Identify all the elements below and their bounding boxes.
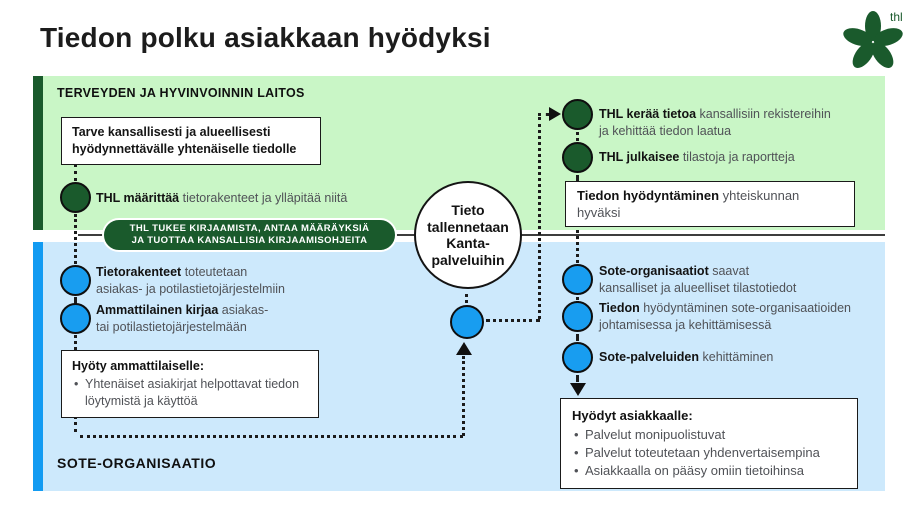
node-sote-organisaatiot bbox=[562, 264, 593, 295]
label-thl-maarittaa: THL määrittää tietorakenteet ja ylläpitä… bbox=[96, 191, 348, 205]
thl-logo-text: thl bbox=[890, 10, 903, 24]
dotted-connector bbox=[576, 297, 579, 301]
kanta-line4: palveluihin bbox=[431, 251, 505, 268]
dotted-connector bbox=[74, 409, 77, 432]
need-box-line1: Tarve kansallisesti ja alueellisesti bbox=[72, 125, 271, 139]
dotted-connector bbox=[576, 375, 579, 382]
dotted-connector bbox=[576, 175, 579, 181]
kanta-line2: tallennetaan bbox=[427, 218, 509, 235]
pill-line1: THL TUKEE KIRJAAMISTA, ANTAA MÄÄRÄYKSIÄ bbox=[129, 223, 370, 234]
node-tiedon-hyodyntaminen bbox=[562, 301, 593, 332]
need-box-line2: hyödynnettävälle yhtenäiselle tiedolle bbox=[72, 142, 297, 156]
node-thl-keraa bbox=[562, 99, 593, 130]
thl-logo: thl bbox=[843, 8, 913, 68]
hyodyt-asiakkaalle-box: Hyödyt asiakkaalle: Palvelut monipuolist… bbox=[560, 398, 858, 489]
arrow-up-icon bbox=[456, 342, 472, 355]
dotted-connector bbox=[74, 214, 77, 264]
arrow-down-icon bbox=[570, 383, 586, 396]
dotted-connector bbox=[465, 294, 468, 303]
node-thl-maarittaa bbox=[60, 182, 91, 213]
dotted-connector bbox=[538, 113, 549, 116]
hyoty-box-title: Hyöty ammattilaiselle: bbox=[72, 359, 204, 373]
tiedon-hyodyntaminen-box: Tiedon hyödyntäminen yhteiskunnan hyväks… bbox=[565, 181, 855, 227]
label-tiedon-hyodyntaminen: Tiedon hyödyntäminen sote-organisaatioid… bbox=[599, 301, 851, 332]
dotted-connector bbox=[74, 335, 77, 350]
node-sote-palveluiden bbox=[562, 342, 593, 373]
label-thl-keraa: THL kerää tietoa kansallisiin rekisterei… bbox=[599, 107, 831, 138]
band-thl-stripe bbox=[33, 76, 43, 230]
hyodyt-box-title: Hyödyt asiakkaalle: bbox=[572, 408, 693, 423]
kanta-line1: Tieto bbox=[451, 202, 485, 218]
node-thl-julkaisee bbox=[562, 142, 593, 173]
dotted-connector bbox=[74, 164, 77, 181]
pill-thl-tukee: THL TUKEE KIRJAAMISTA, ANTAA MÄÄRÄYKSIÄ … bbox=[102, 218, 397, 252]
band-thl-heading: TERVEYDEN JA HYVINVOINNIN LAITOS bbox=[57, 86, 305, 100]
band-sote-heading: SOTE-ORGANISAATIO bbox=[57, 455, 217, 471]
dotted-connector bbox=[74, 297, 77, 302]
label-tietorakenteet: Tietorakenteet toteutetaan asiakas- ja p… bbox=[96, 265, 285, 296]
dotted-connector bbox=[576, 334, 579, 341]
arrow-right-icon bbox=[549, 107, 561, 121]
node-tietorakenteet bbox=[60, 265, 91, 296]
label-sote-palveluiden: Sote-palveluiden kehittäminen bbox=[599, 350, 774, 364]
label-thl-julkaisee: THL julkaisee tilastoja ja raportteja bbox=[599, 150, 795, 164]
kanta-line3: Kanta- bbox=[446, 235, 490, 251]
dotted-connector bbox=[538, 117, 541, 319]
hyodyt-box-bullet: Palvelut toteutetaan yhdenvertaisempina bbox=[574, 444, 846, 462]
dotted-connector bbox=[80, 435, 463, 438]
dotted-connector bbox=[576, 211, 579, 263]
node-ammattilainen-kirjaa bbox=[60, 303, 91, 334]
pill-line2: JA TUOTTAA KANSALLISIA KIRJAAMISOHJEITA bbox=[131, 235, 368, 246]
hyodyt-box-bullet: Asiakkaalla on pääsy omiin tietoihinsa bbox=[574, 462, 846, 480]
dotted-connector bbox=[576, 132, 579, 141]
dotted-connector bbox=[486, 319, 540, 322]
hyodyt-box-bullet: Palvelut monipuolistuvat bbox=[574, 426, 846, 444]
hyoty-ammattilaiselle-box: Hyöty ammattilaiselle: Yhtenäiset asiaki… bbox=[61, 350, 319, 418]
thl-logo-flower-icon: thl bbox=[843, 10, 903, 68]
kanta-circle: Tieto tallennetaan Kanta- palveluihin bbox=[414, 181, 522, 289]
label-sote-organisaatiot: Sote-organisaatiot saavat kansalliset ja… bbox=[599, 264, 797, 295]
band-sote-stripe bbox=[33, 242, 43, 491]
label-ammattilainen-kirjaa: Ammattilainen kirjaa asiakas- tai potila… bbox=[96, 303, 269, 334]
page-title: Tiedon polku asiakkaan hyödyksi bbox=[40, 22, 491, 53]
dotted-connector bbox=[462, 356, 465, 436]
hyoty-box-bullet: Yhtenäiset asiakirjat helpottavat tiedon… bbox=[74, 376, 308, 410]
node-kanta-connector bbox=[450, 305, 484, 339]
need-box: Tarve kansallisesti ja alueellisesti hyö… bbox=[61, 117, 321, 165]
